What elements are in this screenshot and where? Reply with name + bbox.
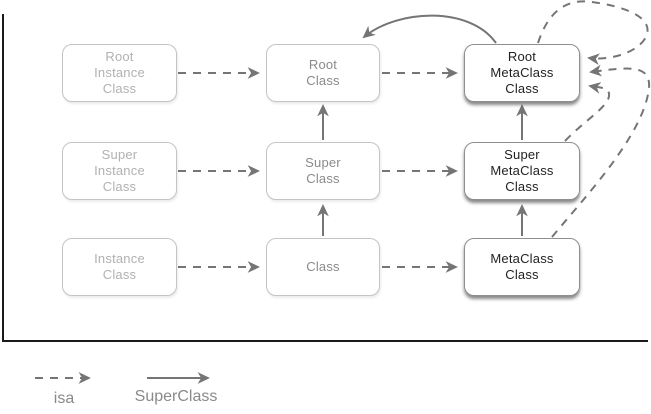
node-super-instance-class: Super Instance Class — [62, 142, 177, 200]
node-label-line: Super — [101, 147, 138, 162]
legend-superclass-label: SuperClass — [134, 388, 218, 405]
node-label-line: Class — [306, 259, 340, 274]
frame-border — [2, 14, 648, 342]
node-label-line: Instance — [94, 163, 145, 178]
node-label-line: Class — [505, 81, 539, 96]
node-root-class: Root Class — [266, 44, 380, 102]
legend-isa-label: isa — [53, 390, 75, 407]
edge-superclass-root-metaclass-to-root-class — [362, 14, 497, 44]
node-label-line: Root — [105, 49, 134, 64]
node-super-metaclass-class: Super MetaClass Class — [464, 142, 580, 200]
node-label-line: Super — [305, 155, 341, 170]
node-label-line: Class — [306, 171, 340, 186]
node-label-line: Class — [102, 179, 137, 194]
node-label-line: Instance — [94, 251, 145, 266]
node-instance-class: Instance Class — [62, 238, 177, 296]
node-metaclass-class: MetaClass Class — [464, 238, 580, 296]
node-label-line: MetaClass — [490, 163, 554, 178]
node-label-line: Super — [504, 147, 540, 162]
node-root-metaclass-class: Root MetaClass Class — [464, 44, 580, 102]
edge-isa-metaclass-to-root-metaclass — [551, 64, 651, 238]
node-label-line: Root — [308, 57, 338, 72]
node-label-line: MetaClass — [490, 251, 554, 266]
node-label-line: MetaClass — [490, 65, 554, 80]
node-label-line: Class — [102, 267, 137, 282]
node-class: Class — [266, 238, 380, 296]
node-label-line: Class — [505, 179, 539, 194]
node-label-line: Class — [306, 73, 340, 88]
node-super-class: Super Class — [266, 142, 380, 200]
node-label-line: Root — [507, 49, 537, 64]
node-label-line: Class — [505, 267, 539, 282]
node-label-line: Instance — [94, 65, 145, 80]
edge-isa-super-metaclass-to-root-metaclass — [564, 82, 611, 142]
node-label-line: Class — [102, 81, 137, 96]
node-root-instance-class: Root Instance Class — [62, 44, 177, 102]
edge-isa-root-metaclass-self-loop — [537, 0, 649, 65]
